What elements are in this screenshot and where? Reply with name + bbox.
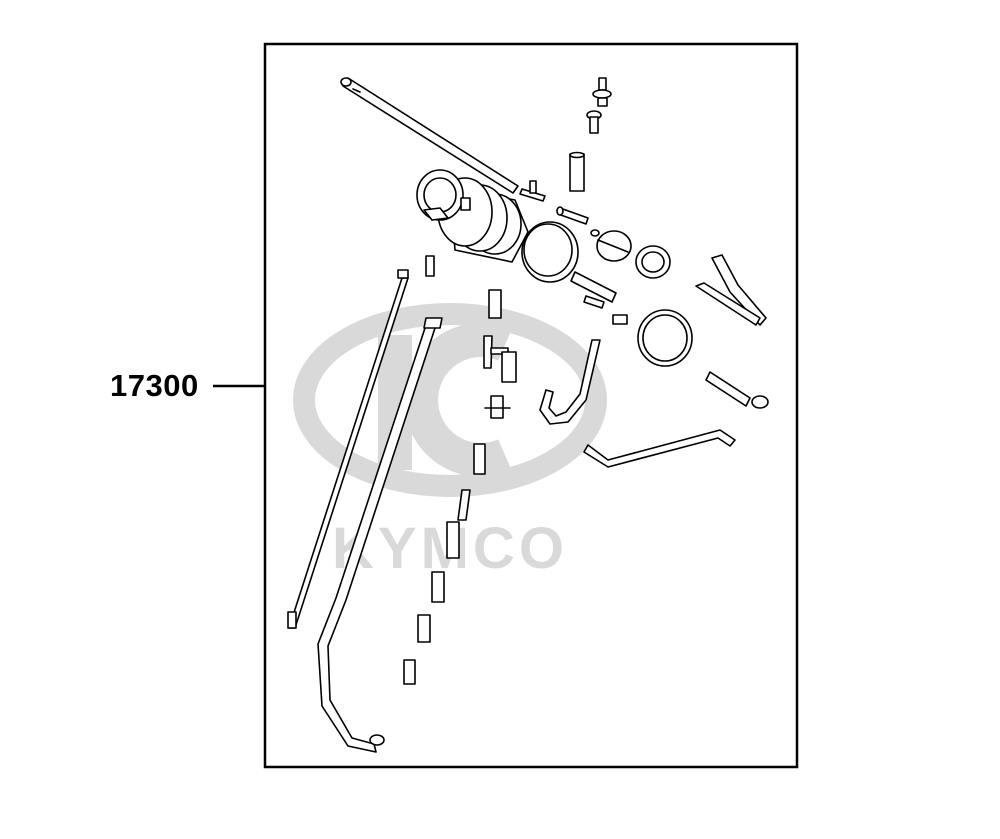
fuel-pump-canister-icon bbox=[416, 169, 529, 263]
joint-center-lower bbox=[457, 489, 471, 521]
small-hose-4 bbox=[431, 571, 445, 603]
return-hose-lower bbox=[583, 429, 736, 468]
small-hose-5 bbox=[417, 614, 431, 643]
t-fitting-upper bbox=[519, 180, 546, 202]
hose-clamp-large-1-icon bbox=[521, 221, 579, 283]
part-number-callout: 17300 bbox=[110, 368, 199, 403]
small-hose-1 bbox=[488, 289, 502, 319]
fitting-bottom bbox=[403, 659, 416, 685]
connector-lower bbox=[446, 521, 460, 559]
curved-hose-center bbox=[539, 339, 601, 425]
diagram-frame bbox=[263, 42, 799, 769]
elbow-hose-right bbox=[695, 254, 767, 326]
check-valve-top bbox=[586, 77, 612, 134]
hose-clamp-small-icon bbox=[635, 245, 671, 279]
small-hose-upper bbox=[556, 206, 589, 225]
valve-center-icon bbox=[484, 395, 511, 419]
check-valve-left bbox=[425, 255, 435, 277]
small-hose-3 bbox=[473, 443, 486, 475]
connector-lower-right bbox=[705, 371, 769, 409]
short-hose-center bbox=[570, 271, 617, 309]
hose-clip-bottom-icon bbox=[369, 734, 385, 746]
short-hose-top bbox=[569, 151, 585, 192]
small-hose-2 bbox=[501, 351, 517, 383]
small-connector-center bbox=[612, 314, 628, 325]
vent-tube-upper bbox=[340, 77, 519, 194]
long-fuel-tube-left bbox=[287, 269, 409, 629]
hose-clamp-large-2-icon bbox=[637, 309, 693, 367]
fuel-filter-icon bbox=[590, 229, 632, 262]
